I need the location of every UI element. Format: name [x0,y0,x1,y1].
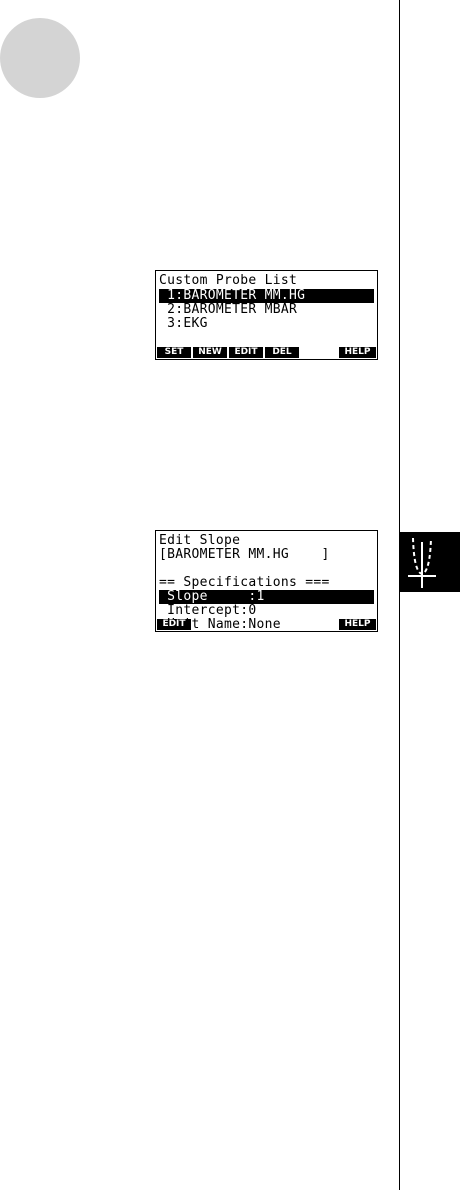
probe-list-item[interactable]: 1:BAROMETER MM.HG [159,289,374,303]
chapter-tab [400,532,460,592]
regression-graph-icon [408,537,436,588]
help-button[interactable]: HELP [339,619,376,630]
probe-list-item[interactable]: 2:BAROMETER MBAR [159,302,298,317]
edit-button[interactable]: EDIT [157,619,191,630]
probe-name-field: [BAROMETER MM.HG ] [159,547,330,562]
new-button[interactable]: NEW [193,347,227,358]
function-key-bar: EDIT HELP [156,618,377,631]
screen-title: Edit Slope [159,533,241,548]
probe-list-item[interactable]: 3:EKG [159,316,208,331]
set-button[interactable]: SET [157,347,191,358]
delete-button[interactable]: DEL [265,347,299,358]
spec-field-slope[interactable]: Slope :1 [159,590,374,604]
function-key-bar: SET NEW EDIT DEL HELP [156,346,377,359]
step-marker-circle [0,18,80,98]
section-header: == Specifications === [159,575,330,590]
help-button[interactable]: HELP [339,347,376,358]
spec-field-intercept[interactable]: Intercept:0 [159,603,257,618]
custom-probe-list-screen: Custom Probe List 1:BAROMETER MM.HG 2:BA… [155,270,378,360]
edit-button[interactable]: EDIT [229,347,263,358]
edit-slope-screen: Edit Slope [BAROMETER MM.HG ] == Specifi… [155,530,378,632]
screen-title: Custom Probe List [159,273,298,288]
margin-rule [399,0,400,1190]
